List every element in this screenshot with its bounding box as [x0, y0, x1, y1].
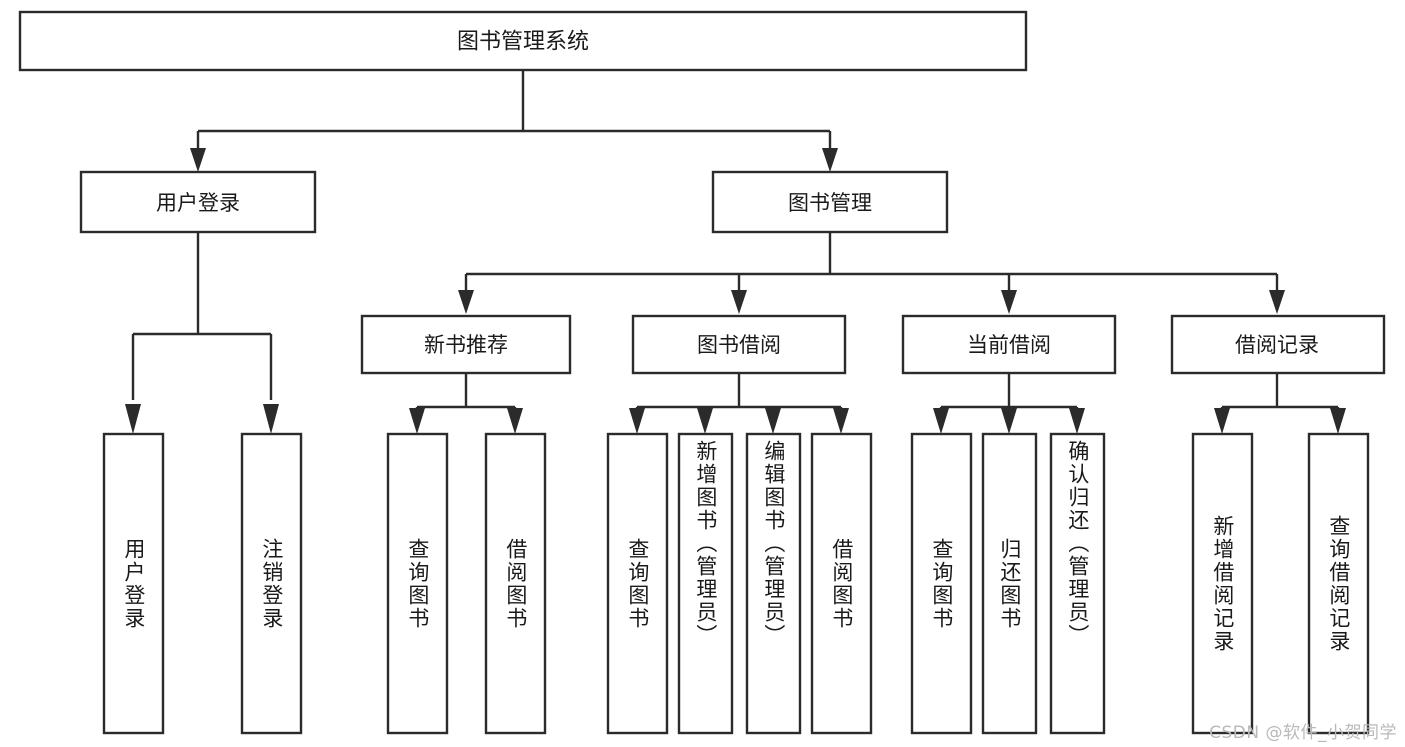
- node-box-leaf-add-book[interactable]: [677, 432, 734, 735]
- arrow-to-leaf-query-book-3: [933, 408, 949, 434]
- arrow-to-user-login: [190, 148, 206, 172]
- node-box-book-borrow[interactable]: [631, 314, 847, 375]
- arrow-to-leaf-borrow-book-2: [833, 408, 849, 434]
- arrow-to-leaf-query-book-1: [409, 408, 425, 434]
- node-box-leaf-query-book-2[interactable]: [606, 432, 669, 735]
- node-box-leaf-user-login[interactable]: [102, 432, 165, 735]
- arrow-to-leaf-confirm-return: [1069, 408, 1085, 434]
- arrow-to-current-borrow: [1001, 290, 1017, 314]
- arrow-to-leaf-add-record: [1214, 408, 1230, 434]
- arrow-to-borrow-record: [1269, 290, 1285, 314]
- arrow-to-book-borrow: [731, 290, 747, 314]
- arrow-to-leaf-add-book: [697, 408, 713, 434]
- node-box-leaf-add-record[interactable]: [1191, 432, 1254, 735]
- node-box-leaf-logout[interactable]: [240, 432, 303, 735]
- node-box-current-borrow[interactable]: [901, 314, 1117, 375]
- arrow-to-leaf-logout: [263, 404, 279, 434]
- node-box-leaf-query-book-3[interactable]: [910, 432, 973, 735]
- node-label-borrow-record: 借阅记录: [1235, 333, 1319, 357]
- node-box-borrow-record[interactable]: [1170, 314, 1386, 375]
- node-box-leaf-return-book[interactable]: [981, 432, 1038, 735]
- node-box-leaf-borrow-book-1[interactable]: [484, 432, 547, 735]
- node-box-leaf-borrow-book-2[interactable]: [810, 432, 873, 735]
- node-box-leaf-query-book-1[interactable]: [386, 432, 449, 735]
- node-box-leaf-confirm-return[interactable]: [1049, 432, 1106, 735]
- node-label-root: 图书管理系统: [457, 30, 589, 55]
- arrow-to-book-management: [822, 148, 838, 172]
- arrow-to-leaf-user-login: [125, 404, 141, 434]
- arrow-to-leaf-return-book: [1001, 408, 1017, 434]
- arrow-to-leaf-borrow-book-1: [507, 408, 523, 434]
- arrow-to-leaf-query-book-2: [629, 408, 645, 434]
- node-label-book-management: 图书管理: [788, 191, 872, 215]
- node-label-user-login: 用户登录: [156, 191, 240, 215]
- arrow-to-new-book-recommend: [458, 290, 474, 314]
- watermark-text: CSDN @软件_小贺同学: [1209, 723, 1397, 743]
- node-label-new-book-recommend: 新书推荐: [424, 333, 508, 357]
- nodes-layer: 图书管理系统 用户登录 图书管理 新书推荐 图书借阅 当前借阅 借阅记录: [18, 10, 1386, 735]
- connectors-layer: [125, 70, 1346, 434]
- node-box-user-login[interactable]: [79, 170, 317, 234]
- node-box-leaf-edit-book[interactable]: [745, 432, 802, 735]
- node-box-leaf-query-record[interactable]: [1307, 432, 1370, 735]
- node-box-root[interactable]: [18, 10, 1028, 72]
- arrow-to-leaf-query-record: [1330, 408, 1346, 434]
- node-label-current-borrow: 当前借阅: [967, 333, 1051, 357]
- arrow-to-leaf-edit-book: [765, 408, 781, 434]
- node-box-book-management[interactable]: [711, 170, 949, 234]
- node-box-new-book-recommend[interactable]: [360, 314, 572, 375]
- node-label-book-borrow: 图书借阅: [697, 333, 781, 357]
